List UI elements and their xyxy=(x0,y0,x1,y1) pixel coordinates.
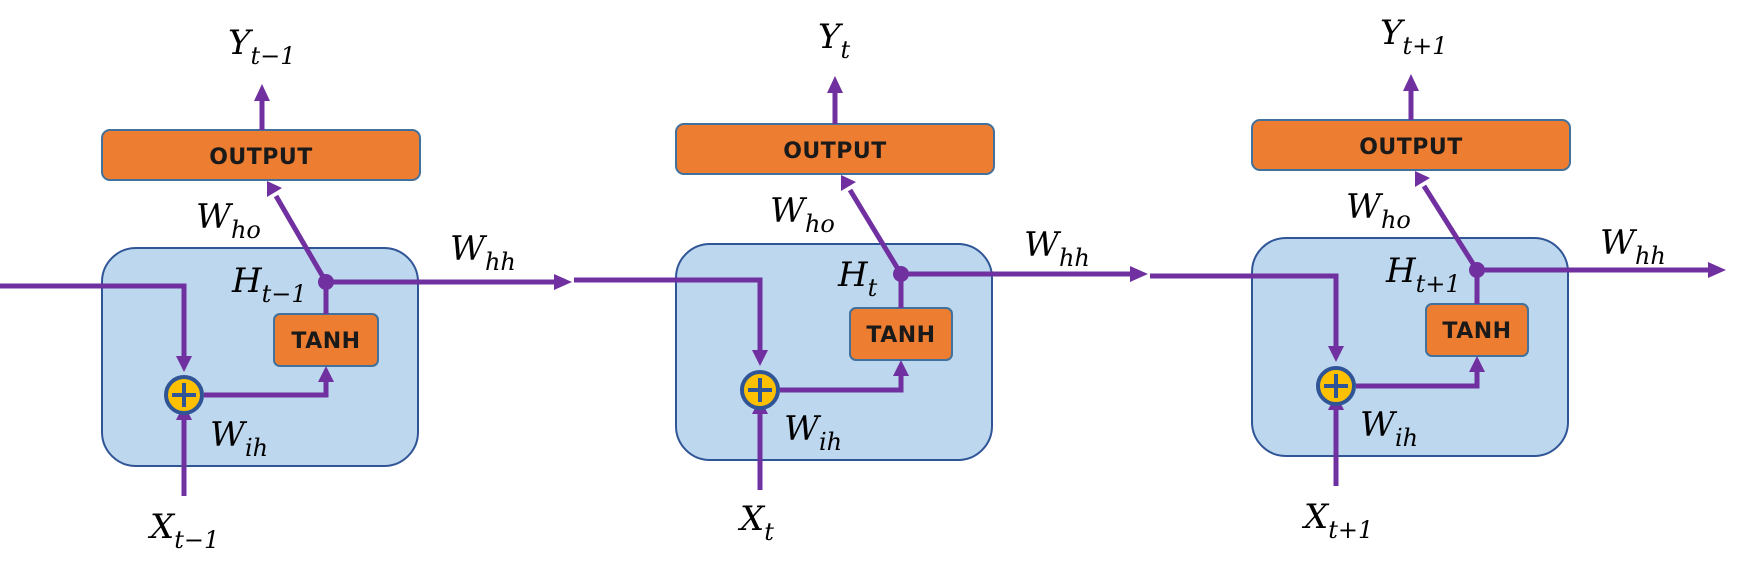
h-label: Ht+1 xyxy=(1385,251,1461,298)
sum-to-tanh-wire xyxy=(204,382,329,398)
tanh-box-label: TANH xyxy=(291,329,360,354)
tanh-input-arrowhead xyxy=(318,366,334,382)
w-ih-label: Wih xyxy=(1360,405,1418,452)
hidden-state-node xyxy=(1469,262,1485,278)
hidden-input-arrowhead xyxy=(752,350,768,366)
hidden-input-arrowhead xyxy=(1328,346,1344,362)
circle-plus-icon xyxy=(164,375,204,415)
x-label: Xt−1 xyxy=(147,507,219,554)
y-output-arrowhead xyxy=(254,84,270,101)
w-ih-label: Wih xyxy=(784,409,842,456)
y-label: Yt−1 xyxy=(228,23,295,70)
y-label: Yt xyxy=(818,17,850,64)
output-input-arrowhead xyxy=(267,181,282,197)
circle-plus-icon xyxy=(740,370,780,410)
tanh-input-arrowhead xyxy=(893,360,909,376)
recurrent-arrowhead xyxy=(1130,266,1148,282)
tanh-input-arrowhead xyxy=(1469,356,1485,372)
hidden-state-node xyxy=(893,266,909,282)
hidden-to-output-wire xyxy=(1421,184,1480,272)
w-ih-label: Wih xyxy=(210,415,268,462)
rnn-cell-t-plus-1: OUTPUT TANH Yt+1 Who Ht+1 Whh Wih Xt+1 xyxy=(1150,13,1726,544)
output-box-label: OUTPUT xyxy=(783,139,887,164)
y-output-arrowhead xyxy=(827,76,843,93)
y-label: Yt+1 xyxy=(1380,13,1447,60)
hidden-state-input-wire xyxy=(574,277,763,352)
rnn-cell-t: OUTPUT TANH Yt Who Ht Whh Wih Xt xyxy=(574,17,1148,546)
output-box-label: OUTPUT xyxy=(209,145,313,170)
w-hh-label: Whh xyxy=(1024,225,1090,272)
hidden-to-output-wire xyxy=(273,194,329,284)
tanh-box-label: TANH xyxy=(866,323,935,348)
hidden-input-arrowhead xyxy=(176,356,192,372)
hidden-state-input-wire xyxy=(1150,273,1339,348)
recurrent-arrowhead xyxy=(554,274,572,290)
x-label: Xt xyxy=(737,499,774,546)
x-label: Xt+1 xyxy=(1301,497,1373,544)
h-label: Ht xyxy=(837,255,878,302)
output-input-arrowhead xyxy=(1415,171,1430,187)
sum-to-tanh-wire xyxy=(1356,372,1480,389)
sum-to-tanh-wire xyxy=(780,376,904,393)
output-box-label: OUTPUT xyxy=(1359,135,1463,160)
recurrent-arrowhead xyxy=(1708,262,1726,278)
hidden-state-node xyxy=(318,274,334,290)
w-ho-label: Who xyxy=(770,191,835,238)
w-hh-label: Whh xyxy=(450,229,516,276)
y-output-arrowhead xyxy=(1403,74,1419,91)
w-ho-label: Who xyxy=(1346,187,1411,234)
h-label: Ht−1 xyxy=(231,261,307,308)
output-input-arrowhead xyxy=(841,175,856,191)
rnn-cell-t-minus-1: OUTPUT TANH Yt−1 Who Ht−1 Whh Wih Xt−1 xyxy=(0,23,572,554)
circle-plus-icon xyxy=(1316,366,1356,406)
w-ho-label: Who xyxy=(196,197,261,244)
hidden-to-output-wire xyxy=(847,188,904,276)
hidden-state-input-wire xyxy=(0,283,187,358)
w-hh-label: Whh xyxy=(1600,223,1666,270)
tanh-box-label: TANH xyxy=(1442,319,1511,344)
